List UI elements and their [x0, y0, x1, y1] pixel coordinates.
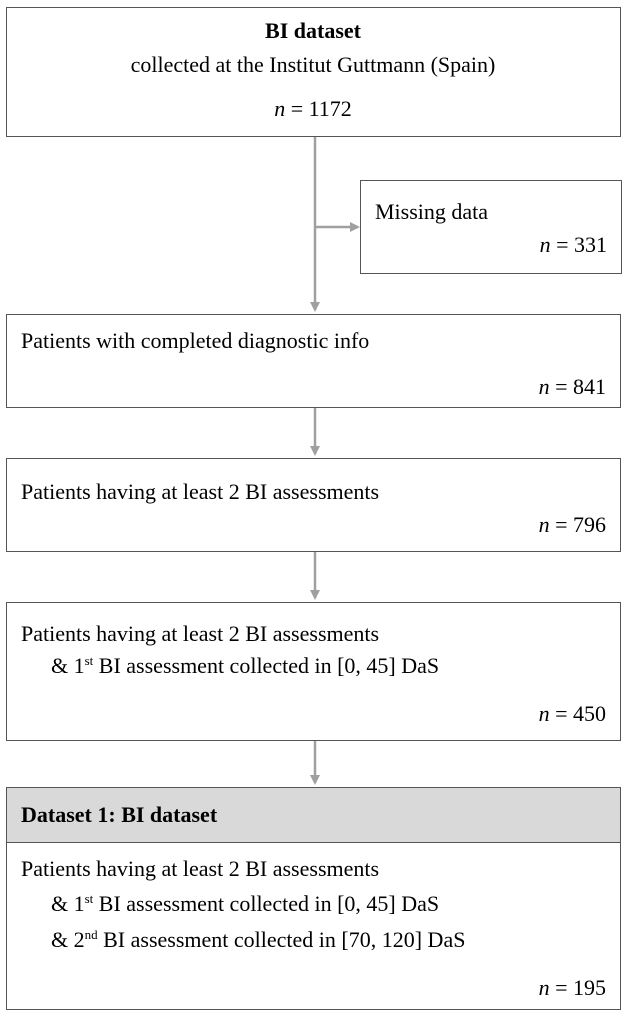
count-value: = 331	[550, 232, 607, 257]
count-value: = 1172	[285, 96, 352, 121]
box-bi-dataset: BI dataset collected at the Institut Gut…	[6, 7, 621, 137]
box-final-dataset: Patients having at least 2 BI assessment…	[6, 842, 621, 1010]
ordinal-sup: st	[84, 653, 94, 668]
n-symbol: n	[538, 975, 550, 1000]
box-dataset-header: Dataset 1: BI dataset	[6, 787, 621, 843]
count-value: = 796	[549, 512, 606, 537]
n-symbol: n	[538, 512, 550, 537]
box-two-assessments-count: n = 796	[539, 512, 606, 538]
box-first-assessment-line1: Patients having at least 2 BI assessment…	[21, 621, 380, 646]
box-first-assessment-line2: & 1st BI assessment collected in [0, 45]…	[51, 653, 439, 682]
box-final-dataset-line3: & 2nd BI assessment collected in [70, 12…	[51, 927, 465, 956]
box-missing-data: Missing data n = 331	[360, 180, 622, 274]
line-suffix: BI assessment collected in [70, 120] DaS	[97, 927, 466, 952]
box-bi-dataset-title: BI dataset	[265, 18, 361, 43]
line-prefix: & 1	[51, 653, 85, 678]
box-first-assessment-count: n = 450	[539, 701, 606, 727]
n-symbol: n	[274, 96, 286, 121]
box-completed-diagnostic-count: n = 841	[539, 374, 606, 400]
n-symbol: n	[539, 232, 551, 257]
n-symbol: n	[538, 374, 550, 399]
box-two-assessments: Patients having at least 2 BI assessment…	[6, 458, 621, 552]
dataset-header-title: Dataset 1: BI dataset	[21, 802, 218, 827]
count-value: = 841	[549, 374, 606, 399]
line-prefix: & 2	[51, 927, 85, 952]
box-completed-diagnostic-label: Patients with completed diagnostic info	[21, 328, 370, 353]
box-bi-dataset-count: n = 1172	[7, 96, 619, 122]
count-value: = 195	[549, 975, 606, 1000]
box-final-dataset-count: n = 195	[539, 975, 606, 1001]
box-final-dataset-line1: Patients having at least 2 BI assessment…	[21, 856, 380, 881]
missing-data-count: n = 331	[540, 232, 607, 258]
box-bi-dataset-subtitle: collected at the Institut Guttmann (Spai…	[130, 52, 496, 77]
box-first-assessment-window: Patients having at least 2 BI assessment…	[6, 602, 621, 741]
box-two-assessments-label: Patients having at least 2 BI assessment…	[21, 479, 380, 504]
box-final-dataset-line2: & 1st BI assessment collected in [0, 45]…	[51, 891, 439, 920]
missing-data-label: Missing data	[375, 199, 489, 224]
ordinal-sup: st	[84, 891, 94, 906]
n-symbol: n	[538, 701, 550, 726]
line-prefix: & 1	[51, 891, 85, 916]
line-suffix: BI assessment collected in [0, 45] DaS	[93, 653, 440, 678]
line-suffix: BI assessment collected in [0, 45] DaS	[93, 891, 440, 916]
ordinal-sup: nd	[84, 927, 98, 942]
count-value: = 450	[549, 701, 606, 726]
box-completed-diagnostic: Patients with completed diagnostic info …	[6, 314, 621, 408]
